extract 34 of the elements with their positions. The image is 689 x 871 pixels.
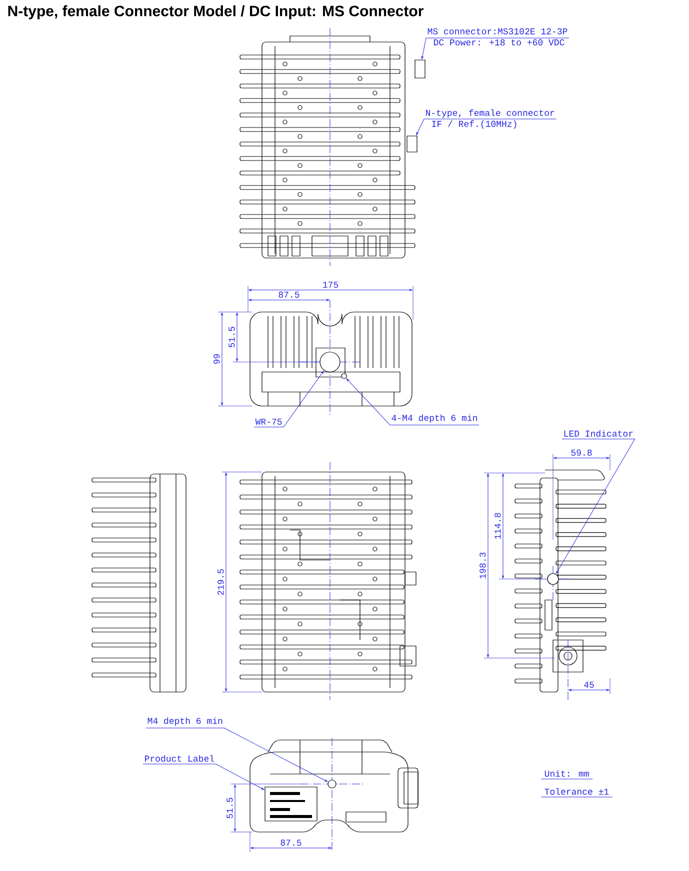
hole-symbol [328,780,336,788]
dimension-label: 175 [323,282,338,288]
callout-text: MS connector:MS3102E 12-3P DC Power: +18 to +60 VDC [428,28,568,46]
dimension-label: 219.5 [218,569,224,595]
leader-line [142,764,264,790]
leader-line [146,728,328,782]
connector-part [414,60,426,78]
callout-text: N-type, female connector IF / Ref.(10MHz) [426,109,554,129]
leader-line [254,370,324,428]
connector-part [406,136,418,152]
dimension-label: 114.8 [494,513,501,539]
hole-symbol [320,352,340,372]
callout-text: LED Indicator [564,430,633,437]
callout-text: M4 depth 6 min [148,717,222,726]
callout-text: WR-75 [255,418,282,425]
callout-text: Product Label [145,755,214,762]
dimension-label: 59.8 [571,450,592,456]
leader-line [346,378,480,426]
callout-text: 4-M4 depth 6 min [392,414,477,423]
dimension-label: 198.3 [480,552,486,578]
leader-line [556,438,636,574]
hole-symbol [341,373,347,379]
dimension-label: 51.5 [228,326,235,348]
dimension-label: 45 [584,682,594,688]
note-text: Tolerance ±1 [540,788,613,798]
leader-line [416,118,556,136]
note-text: Unit: mm [540,770,593,780]
title: N-type, female Connector Model / DC Input: MS Connector [8,5,424,20]
dimension-label: 99 [214,354,220,364]
dimension-label: 87.5 [278,292,300,298]
dimension-label: 87.5 [280,840,302,846]
hole-symbol [547,573,559,585]
leader-line [421,38,570,60]
dimension-label: 51.5 [226,798,233,818]
